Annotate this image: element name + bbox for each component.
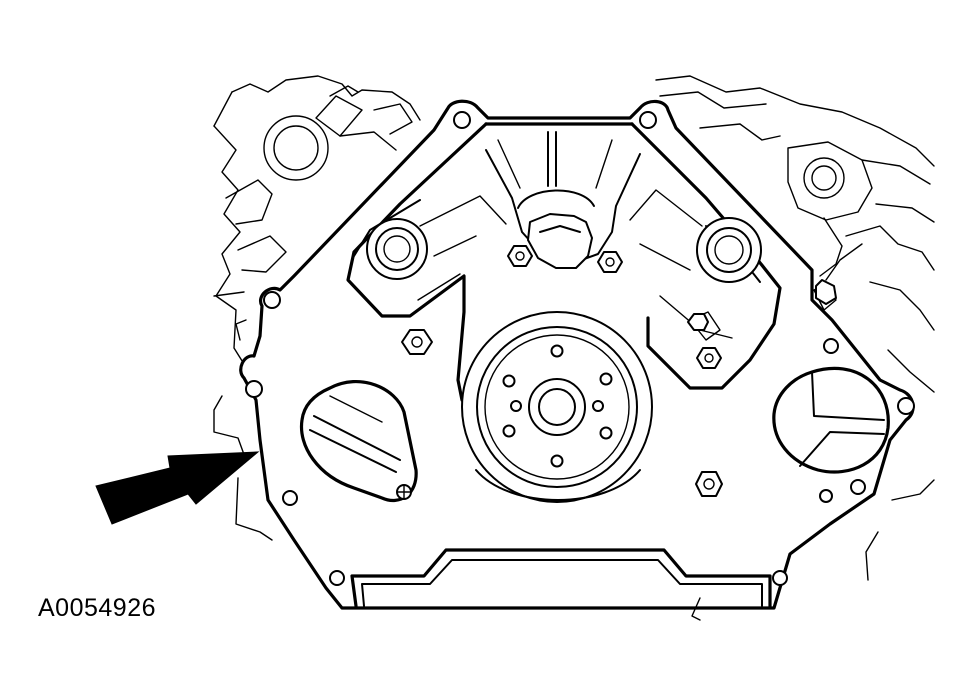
left-lower-opening xyxy=(299,379,418,503)
right-fitting xyxy=(815,243,863,305)
arrow-icon xyxy=(95,451,260,525)
crankshaft-flange xyxy=(461,311,653,503)
perimeter-bolt-holes xyxy=(245,111,915,586)
right-cam-bore xyxy=(696,217,762,283)
right-side-opening xyxy=(772,366,890,474)
timing-cover-area xyxy=(417,131,733,341)
oil-pan-rail xyxy=(350,548,772,621)
engine-block-right xyxy=(655,75,935,581)
hex-nuts xyxy=(401,245,723,497)
figure-id-label: A0054926 xyxy=(38,594,157,622)
left-cam-bore xyxy=(366,218,428,280)
engine-block-left xyxy=(213,75,421,541)
